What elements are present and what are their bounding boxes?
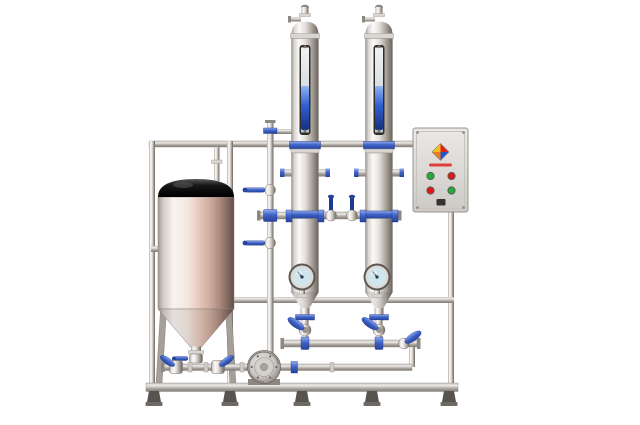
bottom-line-fittings [159,346,335,374]
tank-lid-highlight [173,182,193,188]
pump-bolts [250,355,278,379]
riser-top-cap [265,120,276,123]
upper-manifold-cap-right [398,210,402,221]
tank-drain-handle [173,356,189,361]
skid-foot [440,391,458,406]
panel-door-seam [416,131,465,209]
manifold-drop-pipe [409,347,415,367]
panel-screw [416,206,419,209]
skid-foot [221,391,239,406]
indicator-light-green [426,171,435,181]
bolt [256,355,259,358]
brand-logo-diamond [431,143,450,161]
riser-valve-upper [242,184,276,196]
valve-handle-group [219,355,235,367]
manifold-junction-clamp [300,336,310,350]
control-panel [412,127,469,213]
bottom-pipe-cap-left [161,362,165,372]
valve-handle-blue [404,330,422,344]
pipe-clamp-blue [290,361,298,374]
riser-clamp-blue [263,127,278,134]
frame-left-post [149,141,155,390]
manifold-end-valve [398,330,422,350]
panel-screw [416,131,419,134]
panel-switch [436,199,446,206]
frame-right-post [448,141,454,390]
tank-cone [157,308,235,348]
bottom-valve-right [211,355,235,374]
pipe-clamp [187,362,193,373]
bolt [256,376,259,379]
manifold-valve-2 [346,194,358,222]
bolt [275,365,278,369]
pump-spiral [248,351,280,383]
indicator-light-red [426,186,435,195]
tank-drain-clamp [188,350,204,355]
indicator-light-red [447,171,456,181]
lower-manifold-cap-right [417,338,421,349]
manifold-junction-clamp [374,336,384,350]
panel-screw [462,131,465,134]
junction-clamp-blue [285,209,293,223]
frame-bottom-rail [145,382,459,392]
skid-foot [293,391,311,406]
bottom-suction-pipe [163,363,413,371]
bottom-valve-left [159,355,183,374]
centrifugal-pump [247,350,281,385]
pipe-clamp [239,362,245,373]
return-line [273,129,292,134]
manifold-valve-1 [325,194,337,222]
tank-lid [158,179,234,197]
logo-outline [431,143,450,161]
tank-inlet-pipe [214,147,220,181]
junction-clamp-blue [359,209,367,223]
riser-junction-clamp [263,209,278,222]
bolt [269,376,272,379]
panel-brand-text [429,163,452,167]
valve-handle-blue [219,355,235,367]
lower-manifold-cap-left [280,338,284,349]
riser-valve-lower [242,237,276,249]
pipe-clamp [329,362,335,373]
tank-drain-nozzle [191,346,201,352]
indicator-light-green [447,186,456,195]
pump-hub [260,363,268,371]
skid-foot [145,391,163,406]
panel-screw [462,206,465,209]
upper-manifold-cap-left [257,210,261,221]
pipe-clamp [203,362,209,373]
junction-clamp-blue [391,209,399,223]
tank-drain-valve [189,353,203,364]
tank-inlet-clamp [211,159,223,164]
valve-handle-group [159,355,175,367]
feed-tank [157,179,235,348]
tank-drain-knob [172,356,176,361]
valve-handle-blue [159,355,175,367]
bolt [269,355,272,358]
tank-shell [157,196,235,310]
bolt [250,365,253,369]
valve-handle-group [404,330,422,344]
tank-cone-shade [158,309,234,347]
frame-cross-rail [227,297,454,303]
junction-clamp-blue [317,209,325,223]
skid-foot [363,391,381,406]
upper-manifold-fittings [263,194,399,223]
